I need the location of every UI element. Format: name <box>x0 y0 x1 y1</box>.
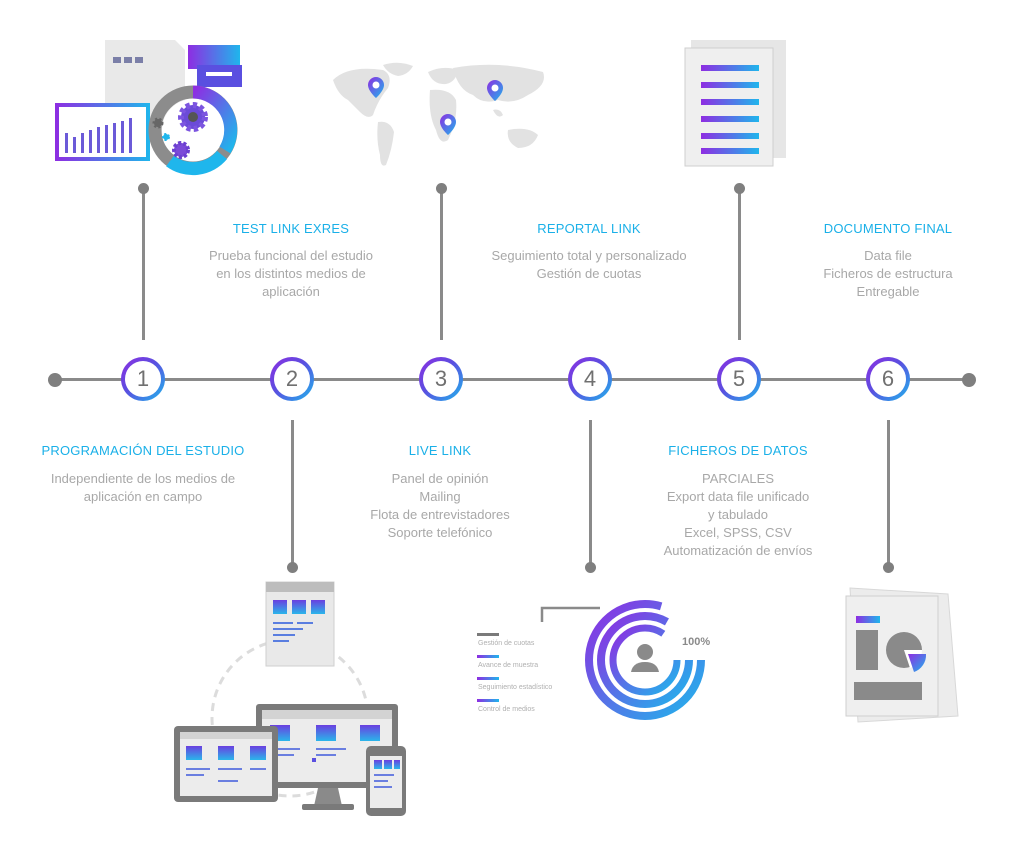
step-3-line: Panel de opinión <box>391 471 489 486</box>
connector-dot-4 <box>585 562 596 573</box>
step-4-title: REPORTAL LINK <box>537 221 641 236</box>
dashboard-legend-4: Control de medios <box>478 706 535 713</box>
step-5-title: FICHEROS DE DATOS <box>668 443 808 458</box>
step-2-line: en los distintos medios de <box>216 266 366 281</box>
connector-step-1 <box>142 190 145 340</box>
dashboard-percent: 100% <box>682 636 711 648</box>
step-6-title: DOCUMENTO FINAL <box>823 221 953 236</box>
connector-step-2 <box>291 420 294 568</box>
dashboard-legend-1: Gestión de cuotas <box>478 640 535 647</box>
step-2-line: aplicación <box>262 284 320 299</box>
connector-dot-2 <box>287 562 298 573</box>
step-4-line: Seguimiento total y personalizado <box>491 248 687 263</box>
map-pin <box>368 77 384 98</box>
step-1-line: Independiente de los medios de <box>50 471 236 486</box>
connector-step-6 <box>887 420 890 568</box>
step-3-line: Flota de entrevistadores <box>370 507 510 522</box>
dashboard-legend-3: Seguimiento estadístico <box>478 684 553 691</box>
step-6-line: Ficheros de estructura <box>823 266 953 281</box>
step-6-line: Data file <box>864 248 912 263</box>
analytics-gears-icon <box>55 40 242 176</box>
step-number-6: 6 <box>870 361 906 397</box>
step-2-line: Prueba funcional del estudio <box>208 248 374 263</box>
connector-dot-6 <box>883 562 894 573</box>
step-number-1: 1 <box>125 361 161 397</box>
step-5-description: PARCIALES Export data file unificado y t… <box>595 470 881 560</box>
connector-step-5 <box>738 190 741 340</box>
step-circle-2: 2 <box>270 357 314 401</box>
timeline-end-dot <box>962 373 976 387</box>
connector-dot-3 <box>436 183 447 194</box>
step-6-description: Data file Ficheros de estructura Entrega… <box>745 247 1024 301</box>
final-report-icon <box>845 587 959 723</box>
step-3-description: Panel de opinión Mailing Flota de entrev… <box>297 470 583 542</box>
step-5-line: Excel, SPSS, CSV <box>684 525 792 540</box>
timeline-start-dot <box>48 373 62 387</box>
step-5-line: Export data file unificado <box>666 489 810 504</box>
connector-step-4 <box>589 420 592 568</box>
step-4-description: Seguimiento total y personalizado Gestió… <box>446 247 732 283</box>
dashboard-progress-icon <box>477 600 705 720</box>
document-list-icon <box>684 40 786 167</box>
step-1-description: Independiente de los medios de aplicació… <box>0 470 286 506</box>
world-map-icon <box>333 62 544 166</box>
step-5-line: PARCIALES <box>701 471 774 486</box>
step-1-line: aplicación en campo <box>83 489 203 504</box>
step-4-line: Gestión de cuotas <box>536 266 642 281</box>
step-5-line: y tabulado <box>708 507 768 522</box>
dashboard-legend-2: Avance de muestra <box>478 662 539 669</box>
step-number-3: 3 <box>423 361 459 397</box>
step-circle-5: 5 <box>717 357 761 401</box>
connector-dot-1 <box>138 183 149 194</box>
step-2-title: TEST LINK EXRES <box>232 221 350 236</box>
step-circle-3: 3 <box>419 357 463 401</box>
connector-dot-5 <box>734 183 745 194</box>
multi-device-icon <box>174 581 406 816</box>
step-circle-4: 4 <box>568 357 612 401</box>
step-circle-6: 6 <box>866 357 910 401</box>
step-3-title: LIVE LINK <box>408 443 472 458</box>
step-number-5: 5 <box>721 361 757 397</box>
step-number-4: 4 <box>572 361 608 397</box>
step-2-description: Prueba funcional del estudio en los dist… <box>148 247 434 301</box>
step-circle-1: 1 <box>121 357 165 401</box>
step-6-line: Entregable <box>856 284 920 299</box>
step-3-line: Mailing <box>419 489 461 504</box>
step-number-2: 2 <box>274 361 310 397</box>
step-3-line: Soporte telefónico <box>387 525 493 540</box>
step-5-line: Automatización de envíos <box>663 543 813 558</box>
connector-step-3 <box>440 190 443 340</box>
timeline-line <box>55 378 969 381</box>
step-1-title: PROGRAMACIÓN DEL ESTUDIO <box>41 443 245 458</box>
